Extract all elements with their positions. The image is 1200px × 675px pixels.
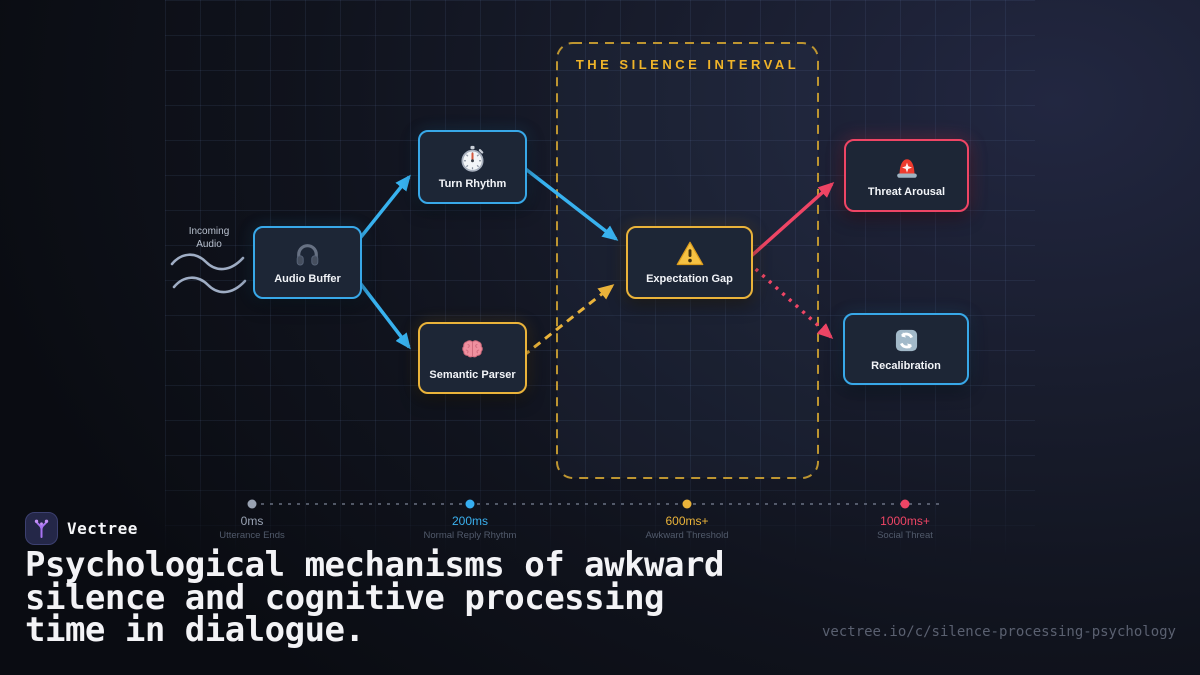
node-threat-arousal: Threat Arousal — [844, 139, 969, 212]
node-semantic-parser: Semantic Parser — [418, 322, 527, 394]
brain-icon — [459, 336, 486, 364]
node-audio-buffer-label: Audio Buffer — [274, 273, 341, 285]
timeline-sublabel: Awkward Threshold — [645, 530, 729, 541]
node-turn-rhythm: Turn Rhythm — [418, 130, 527, 204]
timeline-marker-1000ms: 1000ms+ Social Threat — [877, 514, 933, 541]
incoming-audio-label: Incoming Audio — [174, 225, 244, 251]
stopwatch-icon — [459, 145, 486, 173]
node-audio-buffer: Audio Buffer — [253, 226, 362, 299]
node-expectation-gap-label: Expectation Gap — [646, 273, 733, 285]
page-title-line2: silence and cognitive processing — [25, 577, 665, 618]
page-title-line1: Psychological mechanisms of awkward — [25, 545, 724, 585]
node-recalibration-label: Recalibration — [871, 359, 941, 372]
vectree-logo — [25, 512, 58, 545]
node-expectation-gap: Expectation Gap — [626, 226, 753, 299]
incoming-label-line1: Incoming — [188, 226, 230, 237]
page-url: vectree.io/c/silence-processing-psycholo… — [821, 624, 1176, 640]
page-title: Psychological mechanisms of awkward sile… — [25, 545, 724, 650]
timeline-marker-0ms: 0ms Utterance Ends — [219, 514, 284, 541]
timeline-sublabel: Social Threat — [877, 530, 933, 541]
warning-icon — [675, 240, 705, 268]
timeline-sublabel: Utterance Ends — [219, 530, 285, 541]
timeline-marker-200ms: 200ms Normal Reply Rhythm — [424, 514, 517, 541]
timeline-value: 0ms — [240, 514, 264, 528]
timeline-sublabel: Normal Reply Rhythm — [423, 530, 517, 541]
page-title-line3: time in dialogue. — [25, 610, 365, 650]
recycle-icon — [893, 327, 920, 355]
node-recalibration: Recalibration — [843, 313, 969, 385]
silence-interval-title: THE SILENCE INTERVAL — [575, 57, 800, 72]
node-semantic-parser-label: Semantic Parser — [429, 368, 516, 381]
incoming-label-line2: Audio — [196, 239, 222, 250]
siren-icon — [893, 153, 921, 181]
timeline-value: 600ms+ — [665, 514, 709, 528]
timeline-marker-600ms: 600ms+ Awkward Threshold — [645, 514, 728, 541]
headphones-icon — [294, 240, 321, 268]
node-threat-arousal-label: Threat Arousal — [867, 186, 946, 198]
brand-name: Vectree — [67, 519, 138, 538]
node-turn-rhythm-label: Turn Rhythm — [438, 177, 507, 190]
timeline-value: 200ms — [451, 514, 489, 528]
timeline-value: 1000ms+ — [880, 514, 930, 528]
